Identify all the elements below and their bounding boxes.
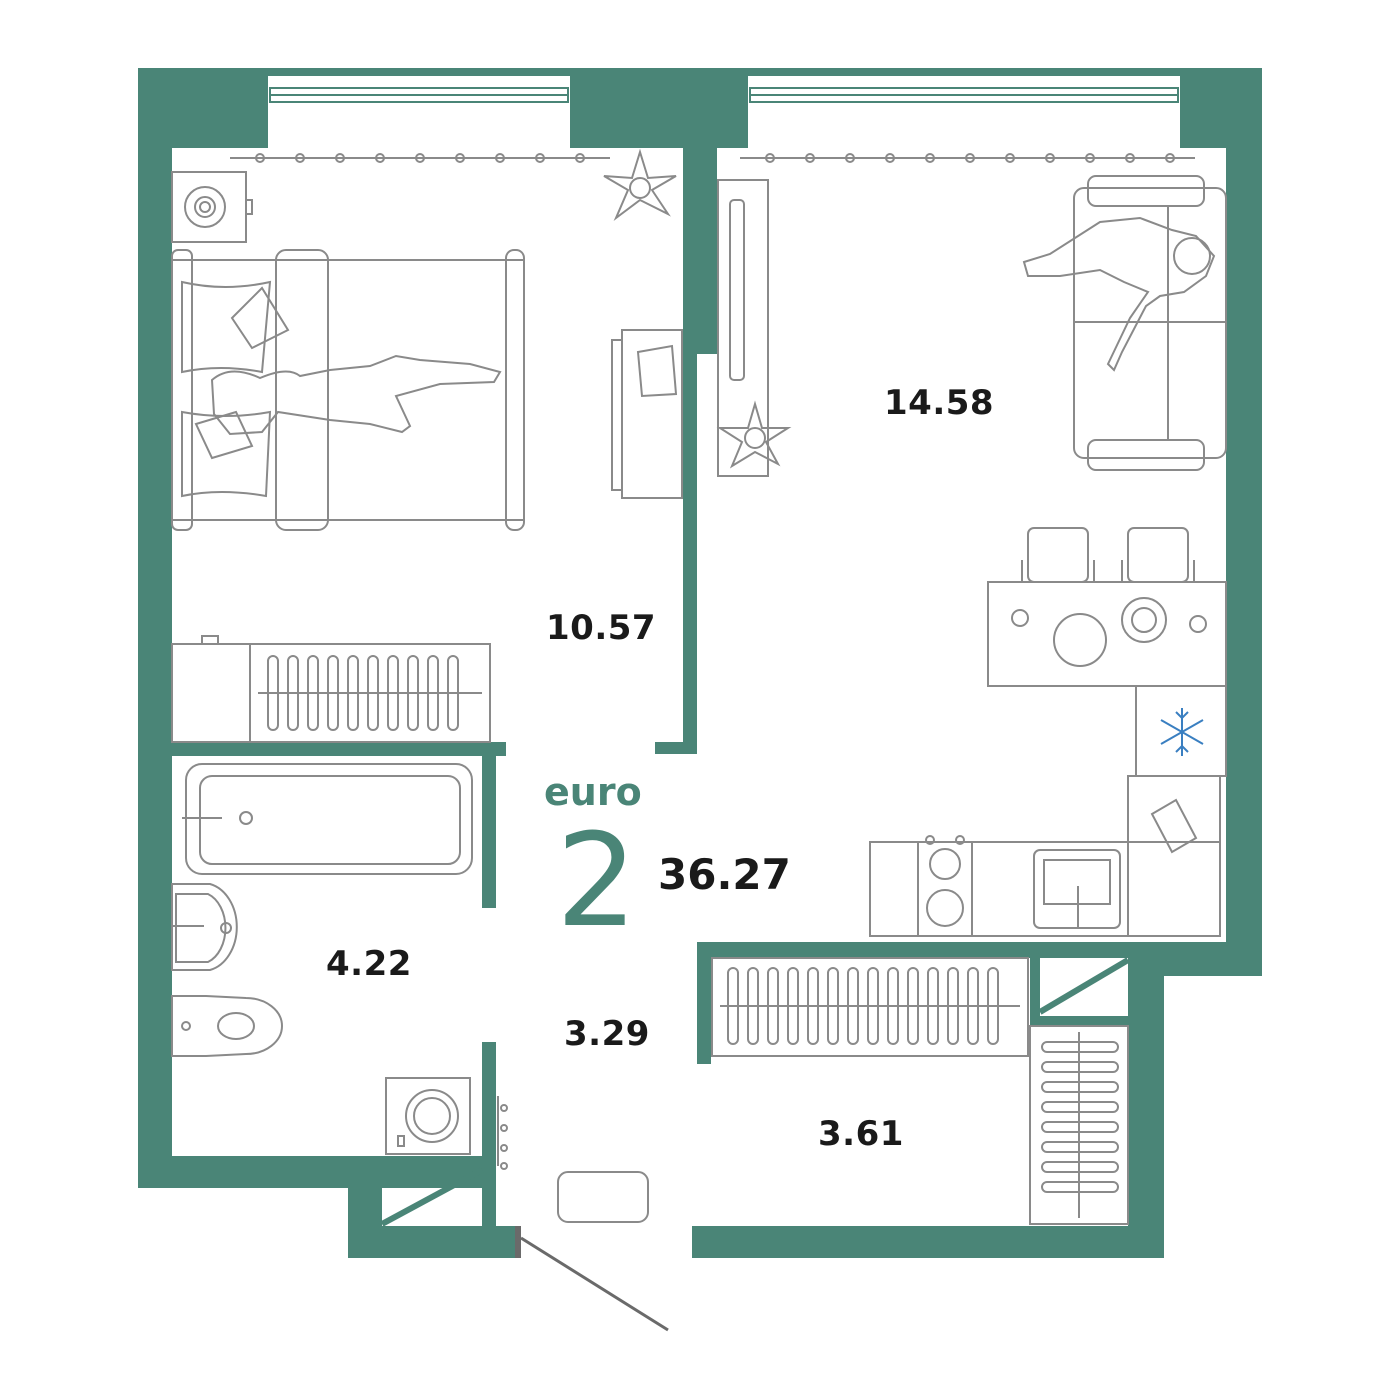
windows [269, 87, 1179, 103]
walls [138, 68, 1262, 1258]
curtain-rings [255, 153, 585, 163]
area-hallway: 3.29 [564, 1014, 650, 1054]
plant-icon [603, 148, 677, 222]
plant-icon [716, 400, 792, 469]
plan-type-prefix: euro [544, 770, 642, 814]
shafts [380, 957, 1130, 1227]
area-storage: 3.61 [818, 1114, 904, 1154]
hangers [267, 655, 459, 731]
area-bathroom: 4.22 [326, 944, 412, 984]
area-bedroom: 10.57 [546, 608, 657, 648]
furniture [171, 148, 1227, 1225]
towel-rail [497, 1096, 508, 1170]
room-count: 2 [556, 807, 638, 956]
entrance-door[interactable] [515, 1226, 669, 1332]
snowflake-icon [1160, 708, 1204, 756]
total-area: 36.27 [658, 850, 791, 899]
area-living-kitchen: 14.58 [884, 383, 995, 423]
